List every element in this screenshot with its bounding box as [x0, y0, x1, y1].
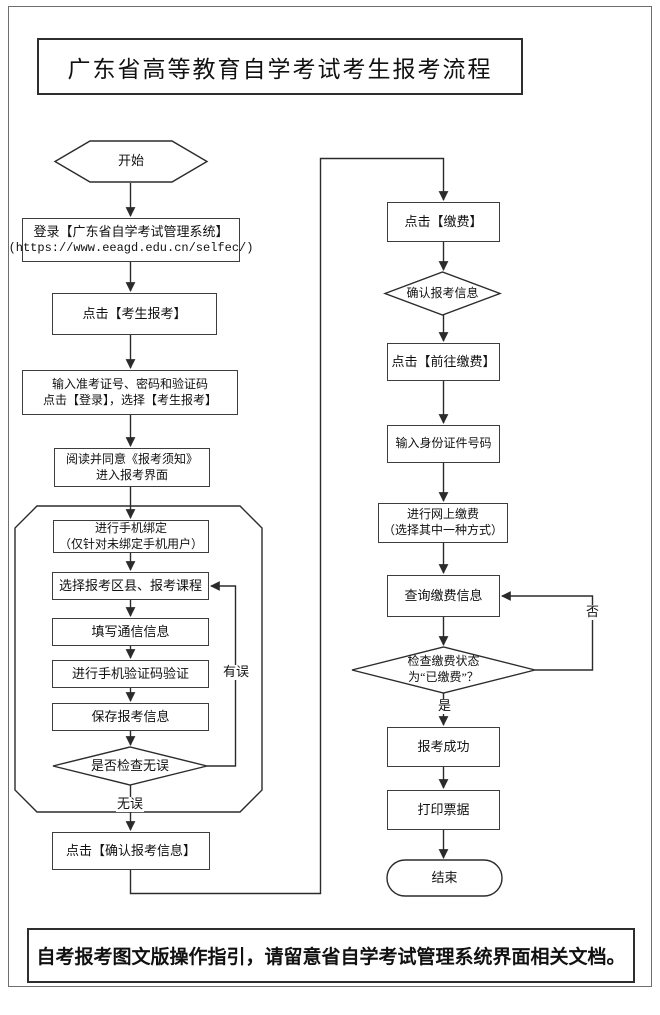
node-print-receipt-label: 打印票据 [417, 801, 470, 817]
node-print-receipt: 打印票据 [387, 790, 500, 830]
node-online-pay-label: 进行网上缴费 （选择其中一种方式） [382, 507, 503, 537]
node-click-register: 点击【考生报考】 [52, 293, 217, 335]
node-query-pay-label: 查询缴费信息 [404, 587, 483, 603]
node-confirm-info: 点击【确认报考信息】 [52, 832, 210, 870]
node-online-pay: 进行网上缴费 （选择其中一种方式） [378, 503, 508, 543]
page-title: 广东省高等教育自学考试考生报考流程 [67, 56, 493, 82]
node-select-courses-label: 选择报考区县、报考课程 [58, 577, 202, 593]
decision-confirm-info-label: 确认报考信息 [406, 285, 479, 300]
node-end: 结束 [387, 860, 502, 896]
decision-confirm-info-shape [383, 271, 502, 316]
node-login-system: 登录【广东省自学考试管理系统】 (https://www.eeagd.edu.c… [9, 218, 253, 262]
node-input-id-label: 输入身份证件号码 [395, 436, 492, 451]
node-save-info-label: 保存报考信息 [91, 708, 170, 724]
node-end-label: 结束 [431, 869, 458, 885]
edge-label-yes: 是 [437, 698, 453, 714]
node-confirm-info-label: 点击【确认报考信息】 [65, 842, 196, 858]
node-success-label: 报考成功 [417, 738, 470, 754]
node-save-info: 保存报考信息 [52, 703, 209, 731]
edge-label-error: 有误 [222, 664, 251, 680]
node-fill-contact-label: 填写通信信息 [91, 623, 170, 639]
node-click-pay: 点击【缴费】 [387, 202, 500, 242]
node-login-label: 登录【广东省自学考试管理系统】 [33, 223, 229, 239]
edge-label-no: 否 [585, 604, 601, 620]
decision-confirm-info: 确认报考信息 [393, 280, 492, 307]
decision-check-correct: 是否检查无误 [63, 752, 197, 780]
node-read-notice-label: 阅读并同意《报考须知》 进入报考界面 [65, 451, 198, 482]
decision-check-correct-label: 是否检查无误 [90, 757, 169, 773]
node-start-label: 开始 [117, 153, 144, 169]
node-start: 开始 [55, 141, 207, 182]
page-border [8, 6, 652, 987]
node-select-courses: 选择报考区县、报考课程 [52, 572, 209, 600]
node-click-register-label: 点击【考生报考】 [82, 305, 187, 321]
node-input-credentials: 输入准考证号、密码和验证码 点击【登录】，选择【考生报考】 [22, 370, 238, 415]
title-box: 广东省高等教育自学考试考生报考流程 [37, 38, 523, 95]
footer-note: 自考报考图文版操作指引，请留意省自学考试管理系统界面相关文档。 [36, 947, 626, 968]
node-success: 报考成功 [387, 727, 500, 767]
footer-note-box: 自考报考图文版操作指引，请留意省自学考试管理系统界面相关文档。 [27, 928, 635, 983]
decision-pay-status: 检查缴费状态 为“已缴费”？ [372, 650, 515, 690]
node-bind-phone-label: 进行手机绑定 （仅针对未绑定手机用户） [58, 520, 203, 551]
node-goto-pay: 点击【前往缴费】 [387, 343, 500, 381]
node-sms-verify: 进行手机验证码验证 [52, 660, 209, 688]
node-input-credentials-label: 输入准考证号、密码和验证码 点击【登录】，选择【考生报考】 [42, 376, 217, 407]
edge-label-no-error: 无误 [116, 796, 145, 812]
node-login-url: (https://www.eeagd.edu.cn/selfec/) [8, 240, 254, 255]
node-click-pay-label: 点击【缴费】 [404, 213, 483, 229]
node-read-notice: 阅读并同意《报考须知》 进入报考界面 [54, 448, 210, 487]
node-bind-phone: 进行手机绑定 （仅针对未绑定手机用户） [53, 520, 209, 553]
node-goto-pay-label: 点击【前往缴费】 [391, 353, 496, 369]
node-input-id: 输入身份证件号码 [387, 425, 500, 463]
start-shape [53, 140, 209, 183]
node-sms-verify-label: 进行手机验证码验证 [71, 665, 189, 681]
node-fill-contact: 填写通信信息 [52, 618, 209, 646]
group-register-steps-shape [14, 505, 263, 813]
end-shape [386, 859, 503, 897]
node-query-pay: 查询缴费信息 [387, 575, 500, 617]
decision-pay-status-label: 检查缴费状态 为“已缴费”？ [407, 654, 480, 684]
